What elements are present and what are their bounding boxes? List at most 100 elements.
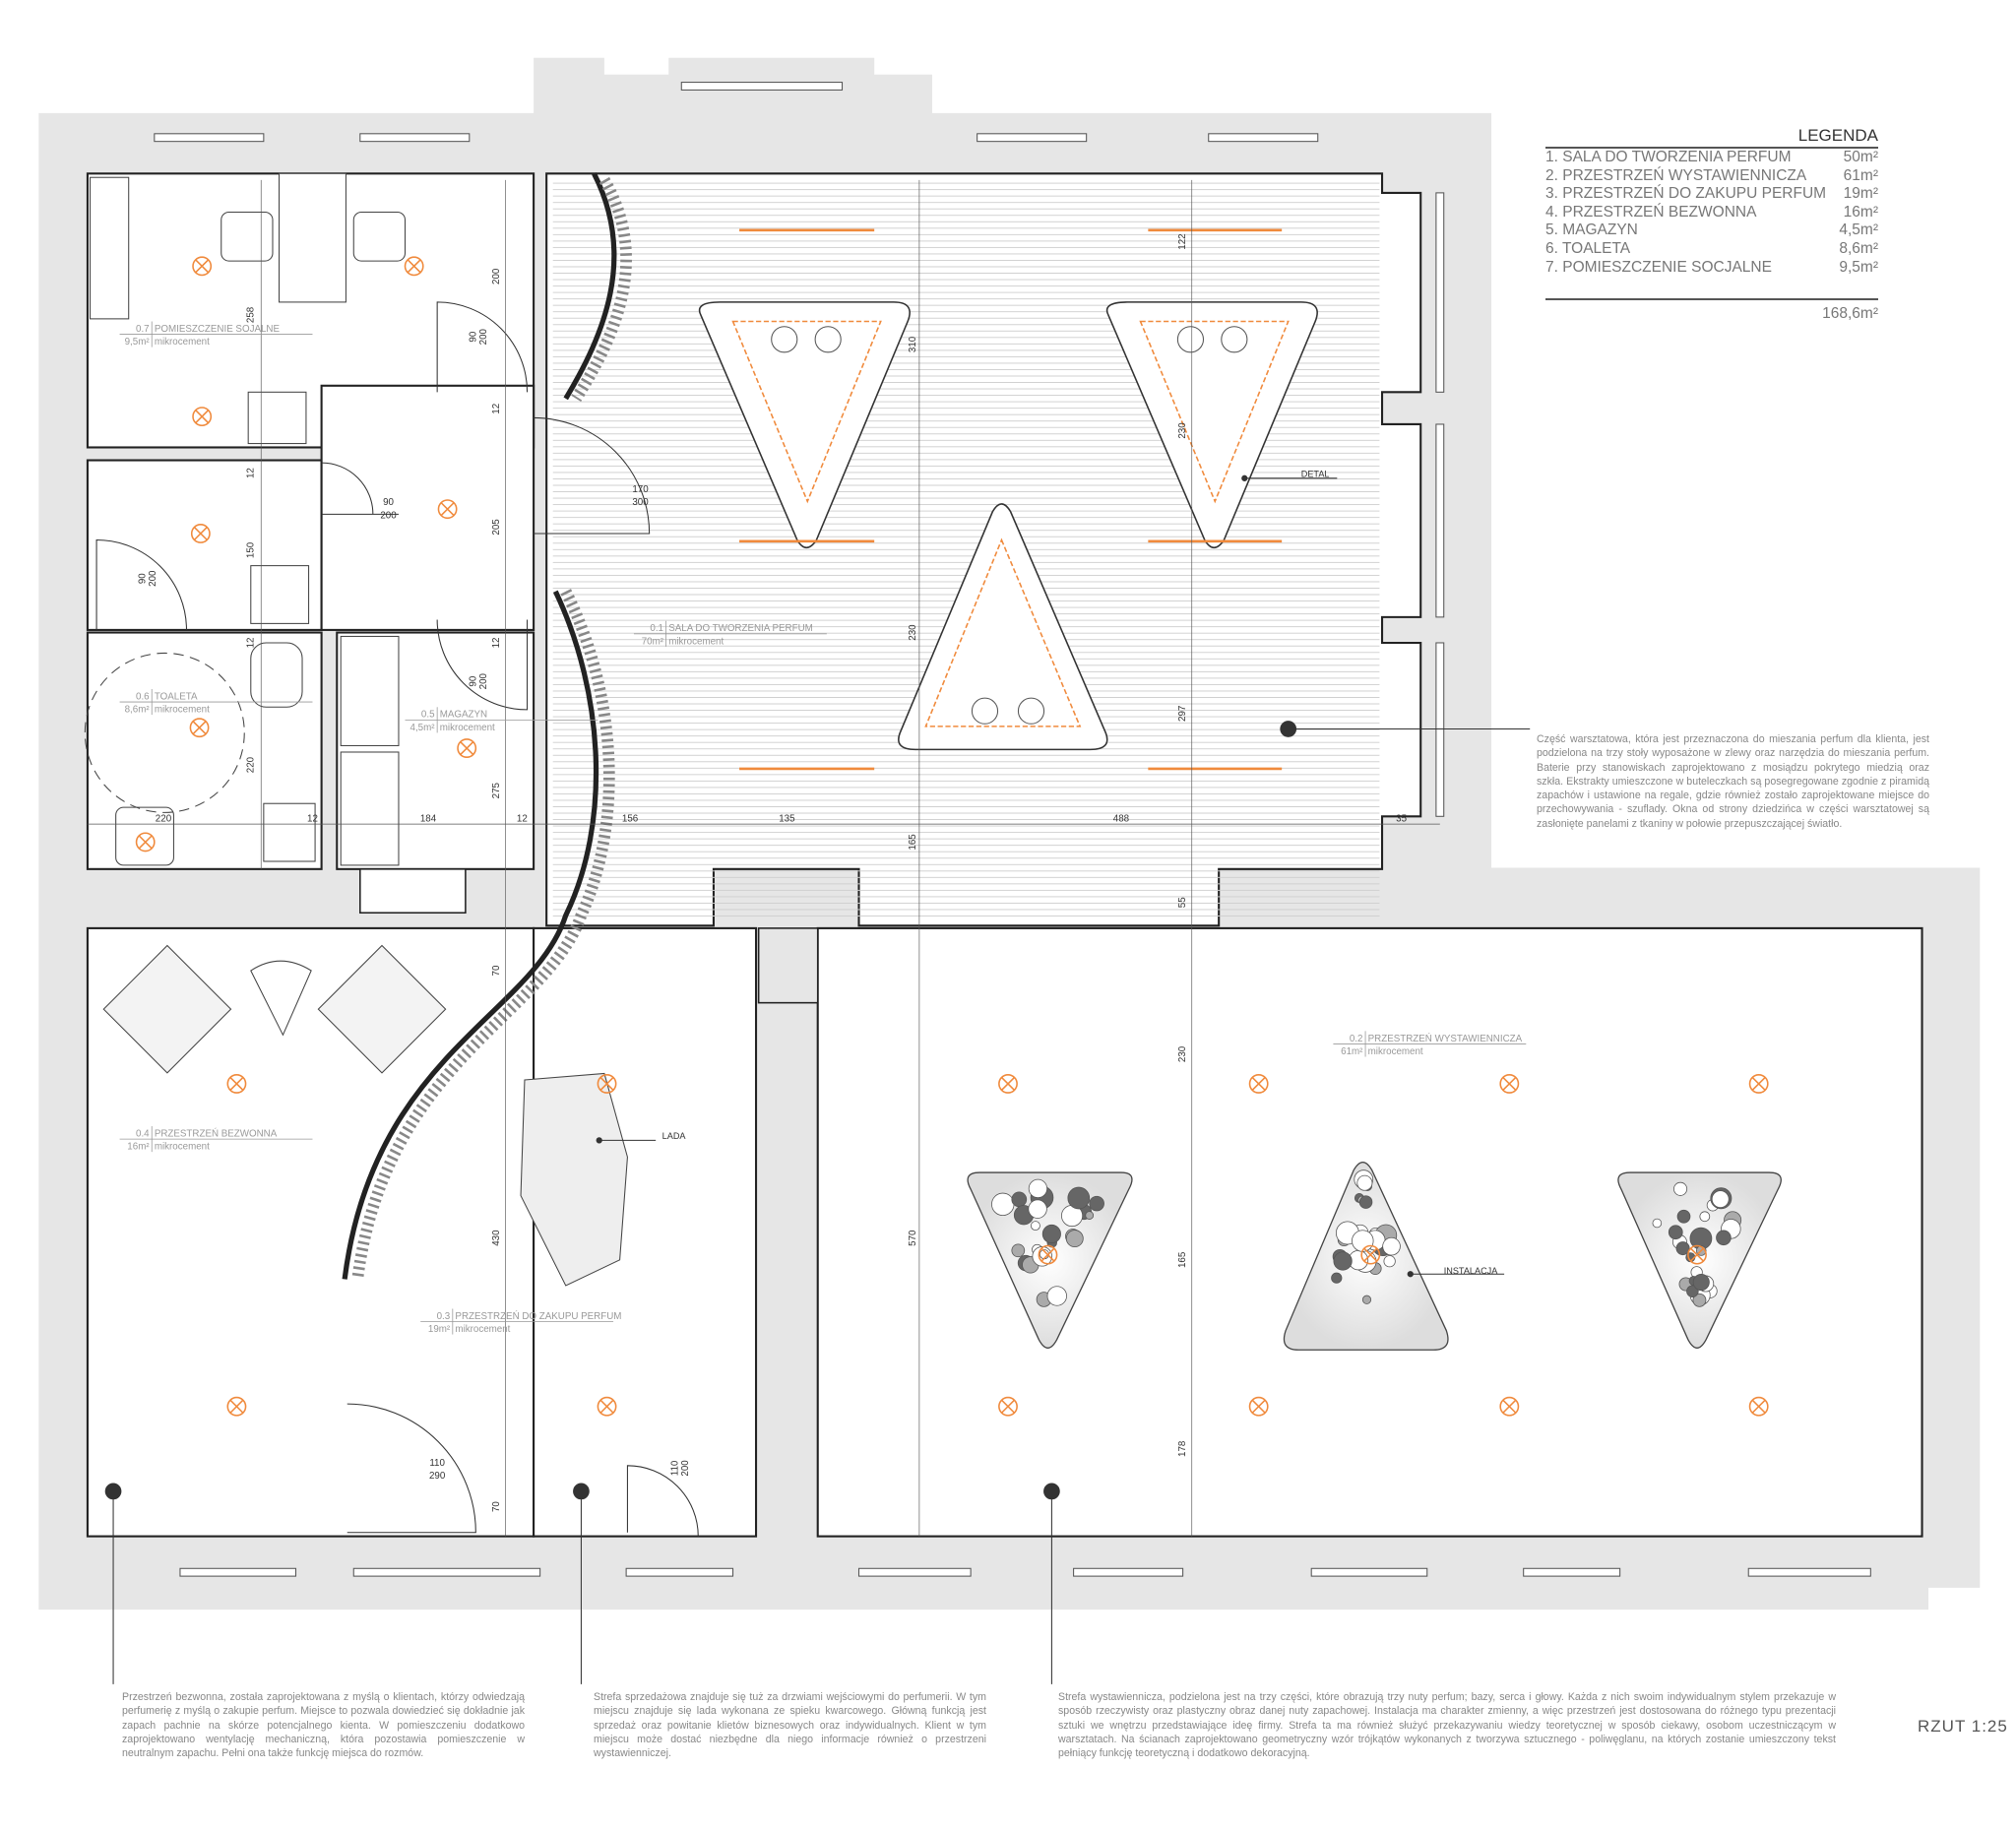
dimension-label: 200 [148, 570, 158, 587]
installation-element [1011, 1191, 1028, 1208]
dimension-label: 12 [517, 814, 528, 825]
dimension-label: 90 [468, 675, 478, 686]
annotation-leaders [104, 474, 1531, 1684]
dimension-label: 12 [307, 814, 318, 825]
installation-element [1668, 1225, 1683, 1240]
legend-item-label: 6. TOALETA [1545, 239, 1631, 257]
light-fixture-icon [1748, 1396, 1769, 1417]
installation-element [1067, 1186, 1091, 1210]
room-label-text: 19m² [428, 1324, 451, 1335]
installation-element [1085, 1211, 1095, 1220]
annotations: DETAL LADA INSTALACJA [662, 470, 1499, 1277]
room-label-text: 0.1 [650, 623, 663, 634]
dimension-label: 12 [491, 638, 502, 649]
room-label-text: mikrocement [155, 705, 210, 716]
room-label-text: 8,6m² [125, 705, 151, 716]
installation-element [1065, 1230, 1084, 1248]
installation-element [1041, 1224, 1061, 1244]
annotation-detal: DETAL [1301, 470, 1330, 479]
dimension-label: 178 [1177, 1440, 1188, 1457]
dimension-label: 310 [908, 336, 918, 352]
light-fixture-icon [1360, 1244, 1381, 1265]
installation-element [1352, 1230, 1374, 1252]
installation-element [1383, 1255, 1396, 1268]
annotation-instalacja: INSTALACJA [1444, 1266, 1499, 1276]
dimension-label: 200 [478, 672, 489, 689]
room-label-text: 0.6 [136, 691, 150, 702]
installation-element [1716, 1230, 1732, 1246]
dimension-label: 55 [1177, 897, 1188, 908]
counter-lada [520, 1072, 628, 1287]
dimension-label: 488 [1113, 814, 1130, 825]
installation-element [1692, 1293, 1707, 1307]
dimension-label: 230 [1177, 1045, 1188, 1062]
curved-partition-wall [342, 172, 617, 1280]
dimension-label: 90 [383, 497, 394, 508]
windows [154, 82, 1871, 1577]
dimension-label: 110 [429, 1458, 445, 1469]
light-fixture-icon [597, 1074, 617, 1094]
room-label-text: SALA DO TWORZENIA PERFUM [668, 623, 813, 634]
workshop-floor-stripes [552, 179, 1380, 919]
legend-item-area: 8,6m² [1839, 239, 1878, 257]
light-fixture-icon [1499, 1074, 1520, 1094]
installation-element [1686, 1285, 1699, 1297]
legend-divider [1545, 298, 1878, 301]
installation-element [1011, 1243, 1026, 1258]
room-label-text: 0.4 [136, 1128, 150, 1139]
dimension-label: 70 [491, 1501, 502, 1512]
dimension-label: 135 [779, 814, 795, 825]
dimension-label: 12 [245, 638, 256, 649]
installation-element [1358, 1195, 1373, 1209]
legend-item-label: 3. PRZESTRZEŃ DO ZAKUPU PERFUM [1545, 185, 1827, 203]
room-label-text: PRZESTRZEŃ DO ZAKUPU PERFUM [455, 1311, 621, 1322]
light-fixture-icon [1748, 1074, 1769, 1094]
light-fixture-icon [1687, 1244, 1707, 1265]
light-fixture-icon [1248, 1074, 1269, 1094]
light-fixture-icon [189, 718, 210, 738]
installation-element [1331, 1272, 1343, 1284]
legend-item-label: 1. SALA DO TWORZENIA PERFUM [1545, 149, 1792, 165]
legend-item-label: 5. MAGAZYN [1545, 221, 1638, 239]
legend-item-label: 7. POMIESZCZENIE SOCJALNE [1545, 258, 1772, 276]
dimension-label: 220 [156, 814, 172, 825]
description-workshop: Część warsztatowa, która jest przeznaczo… [1537, 733, 1929, 830]
room-label-text: mikrocement [455, 1324, 510, 1335]
dimension-lines [87, 179, 1440, 1537]
dimension-label: 200 [478, 328, 489, 345]
room-label-text: mikrocement [1368, 1046, 1423, 1057]
room-label-text: TOALETA [155, 691, 198, 702]
doors [95, 301, 699, 1537]
dimension-label: 165 [1177, 1251, 1188, 1268]
room-label-text: mikrocement [155, 337, 210, 347]
dimension-label: 205 [491, 519, 502, 536]
dimension-label: 170 [632, 484, 649, 495]
dimension-label: 35 [1396, 814, 1407, 825]
installation-element [1333, 1251, 1353, 1271]
dimension-label: 12 [491, 404, 502, 414]
legend-total: 168,6m² [1822, 305, 1878, 323]
room-label: 0.6 TOALETA 8,6m² mikrocement [119, 688, 313, 716]
installation-element [991, 1192, 1015, 1217]
dimension-label: 200 [491, 268, 502, 284]
dimension-label: 156 [622, 814, 639, 825]
room-label-text: 0.2 [1350, 1034, 1363, 1044]
legend-item-area: 16m² [1843, 203, 1878, 221]
installation-element [1028, 1178, 1048, 1199]
installation-element [1673, 1181, 1688, 1196]
light-fixture-icon [437, 499, 458, 520]
dimension-label: 300 [632, 497, 649, 508]
dimension-label: 230 [908, 624, 918, 641]
legend-item-area: 19m² [1843, 185, 1878, 203]
legend-item-label: 4. PRZESTRZEŃ BEZWONNA [1545, 203, 1757, 221]
light-fixture-icon [404, 256, 424, 277]
columns [359, 868, 819, 1004]
light-fixture-icon [998, 1074, 1018, 1094]
